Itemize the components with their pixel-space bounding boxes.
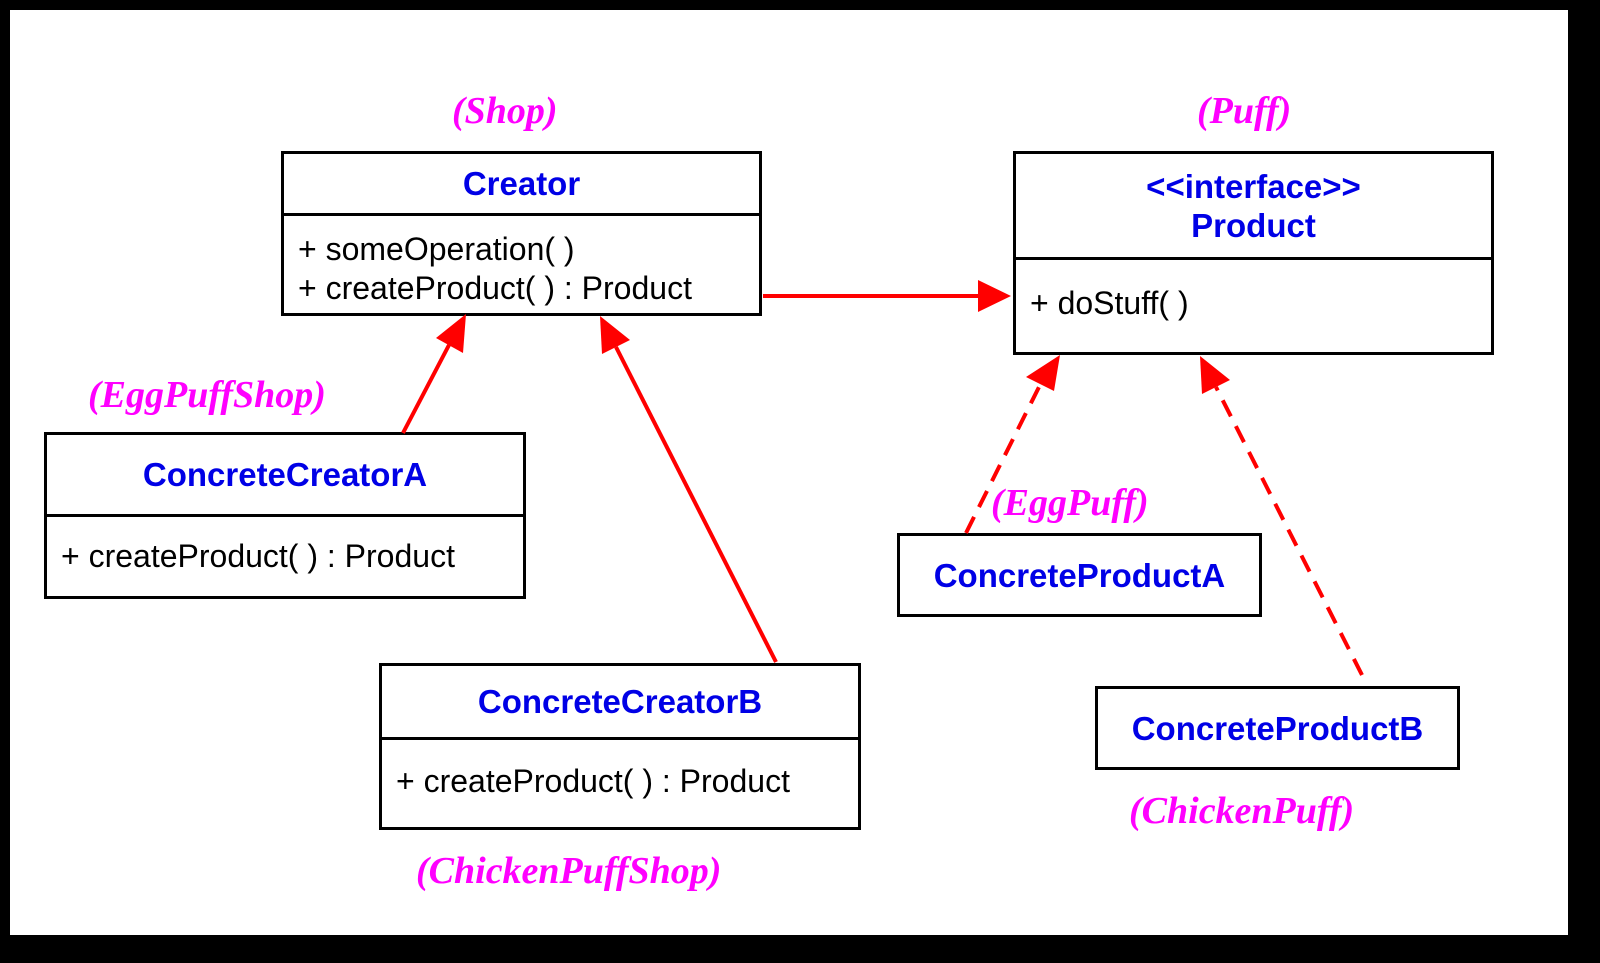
realization-line — [1214, 386, 1364, 676]
concrete-creator-b-name: ConcreteCreatorB — [477, 683, 763, 720]
realization-line — [964, 384, 1042, 534]
creator-name: Creator — [462, 165, 581, 202]
concrete-creator-b-class[interactable]: ConcreteCreatorB + createProduct( ) : Pr… — [379, 663, 861, 830]
concrete-creator-b-method: + createProduct( ) : Product — [396, 763, 790, 799]
creator-method: + someOperation( ) — [298, 231, 575, 267]
inheritance-line — [401, 344, 451, 434]
concrete-creator-a-name: ConcreteCreatorA — [142, 456, 428, 493]
creator-method: + createProduct( ) : Product — [298, 270, 692, 306]
product-tag: (Puff) — [1197, 90, 1292, 132]
concrete-product-a-name: ConcreteProductA — [933, 556, 1226, 594]
product-methods: + doStuff( ) — [1016, 260, 1491, 323]
concrete-creator-b-methods: + createProduct( ) : Product — [382, 740, 858, 801]
inheritance-arrowhead — [436, 314, 466, 353]
product-name: Product — [1191, 206, 1316, 244]
concrete-product-b-tag: (ChickenPuff) — [1129, 790, 1355, 832]
inheritance-arrowhead — [600, 316, 630, 354]
realization-arrowhead — [1200, 356, 1230, 394]
realization-arrowhead — [1026, 355, 1060, 391]
product-interface[interactable]: <<interface>> Product + doStuff( ) — [1013, 151, 1494, 355]
product-stereotype: <<interface>> — [1146, 167, 1361, 205]
creator-class[interactable]: Creator + someOperation( ) + createProdu… — [281, 151, 762, 316]
product-header: <<interface>> Product — [1016, 154, 1491, 260]
concrete-product-a-header: ConcreteProductA — [900, 536, 1259, 614]
creator-methods: + someOperation( ) + createProduct( ) : … — [284, 216, 759, 308]
concrete-creator-a-header: ConcreteCreatorA — [47, 435, 523, 517]
concrete-creator-a-method: + createProduct( ) : Product — [61, 538, 455, 574]
concrete-product-b-name: ConcreteProductB — [1131, 709, 1424, 747]
product-method: + doStuff( ) — [1030, 285, 1189, 321]
concrete-creator-a-class[interactable]: ConcreteCreatorA + createProduct( ) : Pr… — [44, 432, 526, 599]
association-arrowhead — [978, 280, 1011, 312]
concrete-creator-a-tag: (EggPuffShop) — [88, 374, 326, 416]
creator-tag: (Shop) — [452, 90, 558, 132]
concrete-product-a-tag: (EggPuff) — [991, 482, 1149, 524]
concrete-creator-a-methods: + createProduct( ) : Product — [47, 517, 523, 576]
creator-header: Creator — [284, 154, 759, 216]
concrete-product-a-class[interactable]: ConcreteProductA — [897, 533, 1262, 617]
concrete-product-b-header: ConcreteProductB — [1098, 689, 1457, 767]
concrete-creator-b-tag: (ChickenPuffShop) — [416, 850, 722, 892]
inheritance-line — [614, 346, 778, 663]
concrete-product-b-class[interactable]: ConcreteProductB — [1095, 686, 1460, 770]
concrete-creator-b-header: ConcreteCreatorB — [382, 666, 858, 740]
